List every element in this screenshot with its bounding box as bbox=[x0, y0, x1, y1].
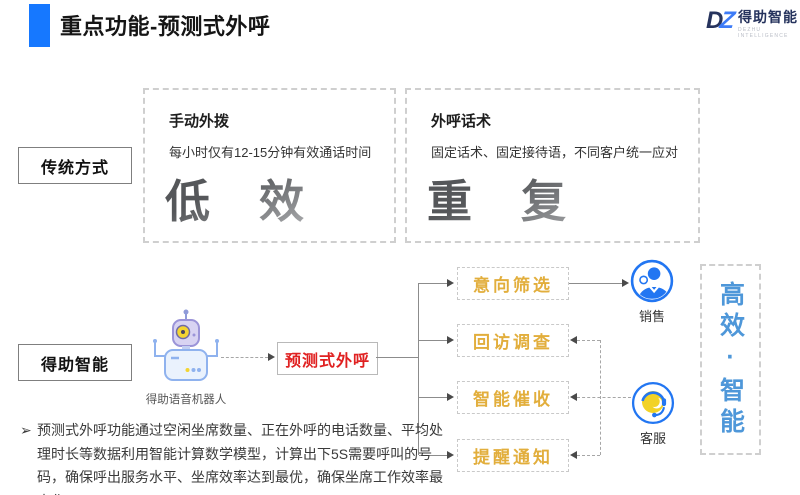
branch-line bbox=[419, 283, 448, 284]
title-accent-square bbox=[29, 4, 50, 47]
arrowhead-icon bbox=[447, 393, 454, 401]
card-call-script: 外呼话术 固定话术、固定接待语，不同客户统一应对 重 复 bbox=[405, 88, 700, 243]
branch-label: 提醒通知 bbox=[473, 448, 553, 467]
connector-robot-to-core bbox=[221, 357, 268, 358]
card-description: 每小时仅有12-15分钟有效通话时间 bbox=[169, 145, 372, 160]
branch-label: 意向筛选 bbox=[473, 276, 553, 295]
arrowhead-icon bbox=[570, 393, 577, 401]
robot-label: 得助语音机器人 bbox=[145, 394, 227, 406]
traditional-label: 传统方式 bbox=[40, 159, 109, 177]
branch-line bbox=[419, 455, 448, 456]
traditional-label-box: 传统方式 bbox=[18, 147, 132, 184]
card-keyword: 重 复 bbox=[427, 177, 698, 227]
arrowhead-icon bbox=[447, 451, 454, 459]
brand-logo: D Z 得助智能 DEZHU INTELLIGENCE bbox=[706, 7, 800, 39]
footnote: ➢ 预测式外呼功能通过空闲坐席数量、正在外呼的电话数量、平均处理时长等数据利用智… bbox=[20, 419, 448, 495]
arrowhead-icon bbox=[622, 279, 629, 287]
card-manual-dialing: 手动外拨 每小时仅有12-15分钟有效通话时间 低 效 bbox=[143, 88, 396, 243]
page-title: 重点功能-预测式外呼 bbox=[60, 14, 271, 39]
branch-label: 回访调查 bbox=[473, 333, 553, 352]
branch-callback-survey: 回访调查 bbox=[457, 324, 569, 357]
role-label: 客服 bbox=[639, 431, 666, 446]
logo-letter-d: D bbox=[706, 7, 724, 34]
connector-core-to-trunk bbox=[376, 357, 418, 358]
result-text: 高效·智能 bbox=[716, 280, 745, 439]
brand-logo-text: 得助智能 DEZHU INTELLIGENCE bbox=[738, 9, 800, 39]
brand-name: 得助智能 bbox=[738, 9, 799, 25]
voice-robot: 得助语音机器人 bbox=[141, 308, 231, 407]
card-title: 手动外拨 bbox=[169, 113, 230, 130]
arrowhead-icon bbox=[447, 279, 454, 287]
arrowhead-icon bbox=[570, 451, 577, 459]
branch-label: 智能催收 bbox=[473, 390, 553, 409]
card-description: 固定话术、固定接待语，不同客户统一应对 bbox=[431, 145, 679, 160]
arrowhead-icon bbox=[570, 336, 577, 344]
smart-label-box: 得助智能 bbox=[18, 344, 132, 381]
card-title: 外呼话术 bbox=[431, 113, 492, 130]
branch-line bbox=[419, 397, 448, 398]
dashed-line-service bbox=[577, 397, 631, 398]
card-keyword: 低 效 bbox=[165, 177, 394, 227]
branch-reminder-notice: 提醒通知 bbox=[457, 439, 569, 472]
arrowhead-icon bbox=[447, 336, 454, 344]
sales-role: 销售 bbox=[630, 259, 674, 325]
result-box: 高效·智能 bbox=[700, 264, 761, 455]
brand-logo-icon: D Z bbox=[706, 7, 737, 34]
arrowhead-icon bbox=[268, 353, 275, 361]
salesperson-icon bbox=[630, 259, 674, 303]
trunk-line bbox=[418, 283, 419, 455]
core-label: 预测式外呼 bbox=[284, 352, 370, 370]
line-intent-to-sales bbox=[569, 283, 623, 284]
robot-icon bbox=[153, 309, 219, 381]
service-role: 客服 bbox=[631, 381, 675, 447]
dashed-line bbox=[577, 455, 600, 456]
smart-label: 得助智能 bbox=[40, 356, 109, 374]
footnote-text: 预测式外呼功能通过空闲坐席数量、正在外呼的电话数量、平均处理时长等数据利用智能计… bbox=[37, 422, 443, 495]
logo-letter-z: Z bbox=[718, 7, 737, 34]
predictive-outbound-box: 预测式外呼 bbox=[277, 342, 378, 375]
support-agent-icon bbox=[631, 381, 675, 425]
branch-smart-collection: 智能催收 bbox=[457, 381, 569, 414]
brand-subtitle: DEZHU INTELLIGENCE bbox=[738, 27, 789, 39]
dashed-line bbox=[577, 340, 600, 341]
branch-intent-screening: 意向筛选 bbox=[457, 267, 569, 300]
branch-line bbox=[419, 340, 448, 341]
role-label: 销售 bbox=[638, 309, 665, 324]
arrow-bullet-icon: ➢ bbox=[20, 422, 32, 438]
